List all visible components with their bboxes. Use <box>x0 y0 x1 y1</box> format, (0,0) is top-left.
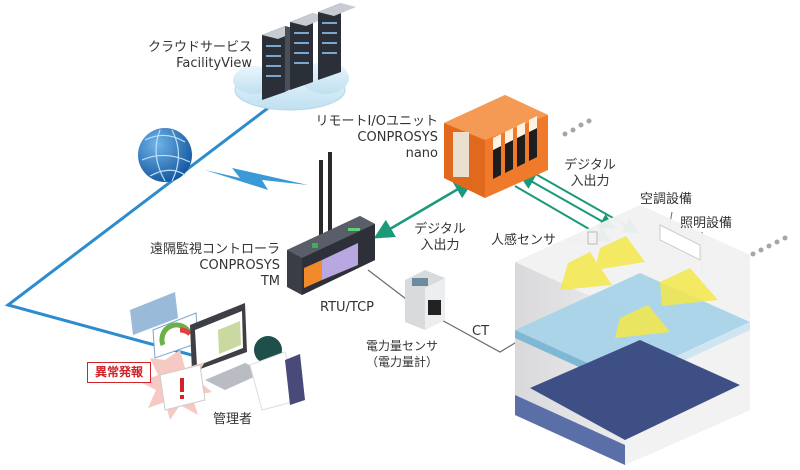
remote-io-product: CONPROSYS <box>357 130 438 145</box>
digital-io-label-line1: デジタル <box>564 158 616 173</box>
digital-io-label-line1: デジタル <box>414 222 466 237</box>
gateway-controller-icon <box>287 152 375 295</box>
power-sensor-name: 電力量センサ <box>365 339 438 353</box>
cloud-service-product: FacilityView <box>176 56 252 71</box>
controller-label: 遠隔監視コントローラ CONPROSYS TM <box>130 242 280 290</box>
remote-io-model: nano <box>405 146 438 161</box>
cloud-service-label: クラウドサービス FacilityView <box>140 40 252 72</box>
cloud-server-rack-icon <box>233 3 356 111</box>
dotted-lines <box>562 118 788 261</box>
digital-io-label-controller: デジタル 入出力 <box>410 222 470 254</box>
admin-workstation-icon <box>130 292 305 411</box>
alert-badge: 異常発報 <box>87 362 151 383</box>
remote-io-name: リモートI/Oユニット <box>315 114 438 129</box>
alert-envelope-icon <box>140 350 212 420</box>
remote-io-unit-icon <box>444 95 548 198</box>
controller-model: TM <box>260 274 280 289</box>
digital-io-label-line2: 入出力 <box>420 238 460 253</box>
controller-name: 遠隔監視コントローラ <box>149 242 280 257</box>
cloud-service-name: クラウドサービス <box>147 40 252 55</box>
digital-io-label-building: デジタル 入出力 <box>560 158 620 190</box>
hvac-label: 空調設備 <box>640 192 693 207</box>
remote-io-label: リモートI/Oユニット CONPROSYS nano <box>300 114 438 162</box>
power-sensor-subname: （電力量計） <box>365 355 438 369</box>
rtu-tcp-label: RTU/TCP <box>320 300 375 315</box>
digital-io-label-line2: 入出力 <box>570 174 610 189</box>
motion-sensor-label: 人感センサ <box>491 233 557 248</box>
ct-label: CT <box>472 324 490 339</box>
globe-network-icon <box>138 128 192 182</box>
controller-product: CONPROSYS <box>199 258 280 273</box>
arrow-controller-remote-io <box>373 179 475 239</box>
admin-label: 管理者 <box>213 412 253 427</box>
power-sensor-label: 電力量センサ （電力量計） <box>362 338 442 370</box>
wireless-link-icon <box>205 168 308 190</box>
office-building-icon <box>515 205 750 465</box>
power-meter-icon <box>405 270 445 330</box>
lighting-label: 照明設備 <box>680 216 733 231</box>
